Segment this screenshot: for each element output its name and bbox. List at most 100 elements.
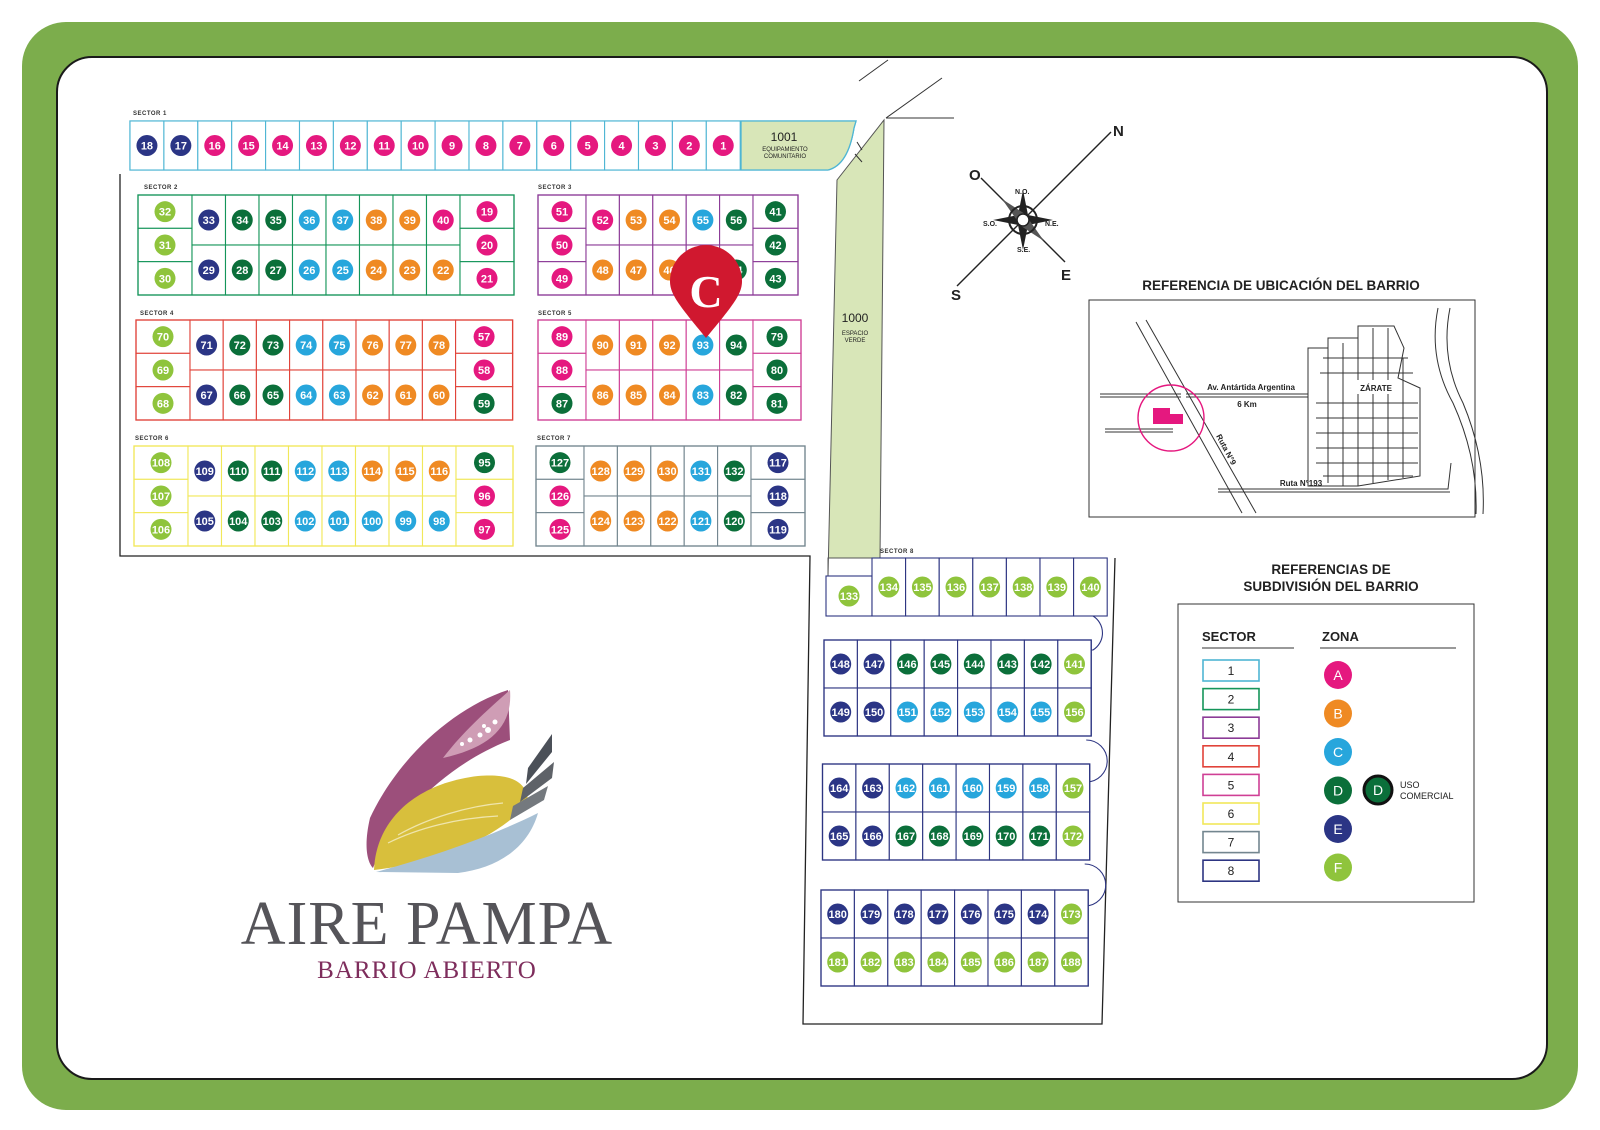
lot-57[interactable]: 57: [455, 319, 514, 354]
lot-115[interactable]: 115: [388, 445, 424, 497]
lot-9[interactable]: 9: [434, 120, 470, 171]
lot-161[interactable]: 161: [922, 763, 957, 813]
lot-80[interactable]: 80: [752, 352, 802, 388]
lot-64[interactable]: 64: [289, 369, 324, 421]
lot-87[interactable]: 87: [537, 386, 587, 421]
lot-166[interactable]: 166: [855, 811, 890, 861]
lot-74[interactable]: 74: [289, 319, 324, 371]
lot-131[interactable]: 131: [683, 445, 719, 497]
lot-157[interactable]: 157: [1055, 763, 1091, 813]
lot-187[interactable]: 187: [1020, 937, 1056, 987]
lot-71[interactable]: 71: [189, 319, 224, 371]
lot-105[interactable]: 105: [187, 495, 223, 547]
lot-65[interactable]: 65: [255, 369, 291, 421]
lot-82[interactable]: 82: [719, 369, 754, 421]
lot-188[interactable]: 188: [1054, 937, 1089, 987]
lot-119[interactable]: 119: [750, 512, 806, 547]
lot-34[interactable]: 34: [224, 194, 260, 246]
lot-83[interactable]: 83: [685, 369, 721, 421]
lot-135[interactable]: 135: [905, 557, 940, 617]
lot-175[interactable]: 175: [987, 889, 1022, 939]
lot-81[interactable]: 81: [752, 386, 802, 421]
lot-47[interactable]: 47: [618, 244, 654, 296]
lot-38[interactable]: 38: [358, 194, 394, 246]
lot-6[interactable]: 6: [536, 120, 572, 171]
lot-165[interactable]: 165: [821, 811, 857, 861]
lot-160[interactable]: 160: [955, 763, 991, 813]
lot-103[interactable]: 103: [254, 495, 290, 547]
lot-18[interactable]: 18: [129, 120, 165, 171]
lot-133[interactable]: 133: [825, 575, 873, 617]
lot-151[interactable]: 151: [890, 687, 925, 737]
lot-59[interactable]: 59: [455, 386, 514, 421]
lot-8[interactable]: 8: [468, 120, 504, 171]
lot-28[interactable]: 28: [224, 244, 260, 296]
lot-95[interactable]: 95: [455, 445, 514, 480]
lot-129[interactable]: 129: [616, 445, 652, 497]
lot-37[interactable]: 37: [325, 194, 361, 246]
lot-112[interactable]: 112: [287, 445, 323, 497]
lot-124[interactable]: 124: [583, 495, 618, 547]
lot-104[interactable]: 104: [220, 495, 256, 547]
lot-167[interactable]: 167: [888, 811, 924, 861]
lot-63[interactable]: 63: [322, 369, 357, 421]
lot-114[interactable]: 114: [354, 445, 390, 497]
lot-76[interactable]: 76: [355, 319, 390, 371]
lot-102[interactable]: 102: [287, 495, 323, 547]
lot-111[interactable]: 111: [254, 445, 290, 497]
lot-174[interactable]: 174: [1020, 889, 1056, 939]
lot-150[interactable]: 150: [856, 687, 892, 737]
lot-7[interactable]: 7: [502, 120, 538, 171]
lot-122[interactable]: 122: [650, 495, 685, 547]
lot-168[interactable]: 168: [922, 811, 957, 861]
lot-120[interactable]: 120: [717, 495, 752, 547]
lot-159[interactable]: 159: [988, 763, 1024, 813]
lot-36[interactable]: 36: [291, 194, 327, 246]
lot-53[interactable]: 53: [618, 194, 654, 246]
lot-86[interactable]: 86: [585, 369, 620, 421]
lot-56[interactable]: 56: [719, 194, 754, 246]
lot-154[interactable]: 154: [990, 687, 1025, 737]
lot-101[interactable]: 101: [321, 495, 357, 547]
lot-16[interactable]: 16: [197, 120, 233, 171]
lot-163[interactable]: 163: [855, 763, 890, 813]
lot-72[interactable]: 72: [222, 319, 257, 371]
lot-97[interactable]: 97: [455, 512, 514, 547]
lot-108[interactable]: 108: [133, 445, 189, 480]
lot-31[interactable]: 31: [137, 227, 193, 263]
lot-171[interactable]: 171: [1022, 811, 1057, 861]
lot-23[interactable]: 23: [392, 244, 428, 296]
lot-145[interactable]: 145: [923, 639, 959, 689]
lot-13[interactable]: 13: [298, 120, 334, 171]
lot-55[interactable]: 55: [685, 194, 721, 246]
lot-172[interactable]: 172: [1055, 811, 1091, 861]
lot-52[interactable]: 52: [585, 194, 620, 246]
lot-50[interactable]: 50: [537, 227, 587, 263]
lot-10[interactable]: 10: [400, 120, 436, 171]
lot-73[interactable]: 73: [255, 319, 291, 371]
lot-4[interactable]: 4: [604, 120, 640, 171]
lot-123[interactable]: 123: [616, 495, 652, 547]
lot-49[interactable]: 49: [537, 261, 587, 296]
lot-48[interactable]: 48: [585, 244, 620, 296]
lot-68[interactable]: 68: [135, 386, 191, 421]
lot-3[interactable]: 3: [637, 120, 673, 171]
lot-35[interactable]: 35: [258, 194, 294, 246]
lot-155[interactable]: 155: [1023, 687, 1059, 737]
lot-128[interactable]: 128: [583, 445, 618, 497]
lot-106[interactable]: 106: [133, 512, 189, 547]
lot-27[interactable]: 27: [258, 244, 294, 296]
lot-185[interactable]: 185: [954, 937, 989, 987]
lot-96[interactable]: 96: [455, 478, 514, 514]
lot-29[interactable]: 29: [191, 244, 227, 296]
lot-98[interactable]: 98: [421, 495, 457, 547]
lot-39[interactable]: 39: [392, 194, 428, 246]
lot-1[interactable]: 1: [705, 120, 741, 171]
lot-113[interactable]: 113: [321, 445, 357, 497]
lot-142[interactable]: 142: [1023, 639, 1059, 689]
lot-138[interactable]: 138: [1005, 557, 1041, 617]
lot-143[interactable]: 143: [990, 639, 1025, 689]
lot-116[interactable]: 116: [421, 445, 457, 497]
lot-79[interactable]: 79: [752, 319, 802, 354]
lot-109[interactable]: 109: [187, 445, 223, 497]
